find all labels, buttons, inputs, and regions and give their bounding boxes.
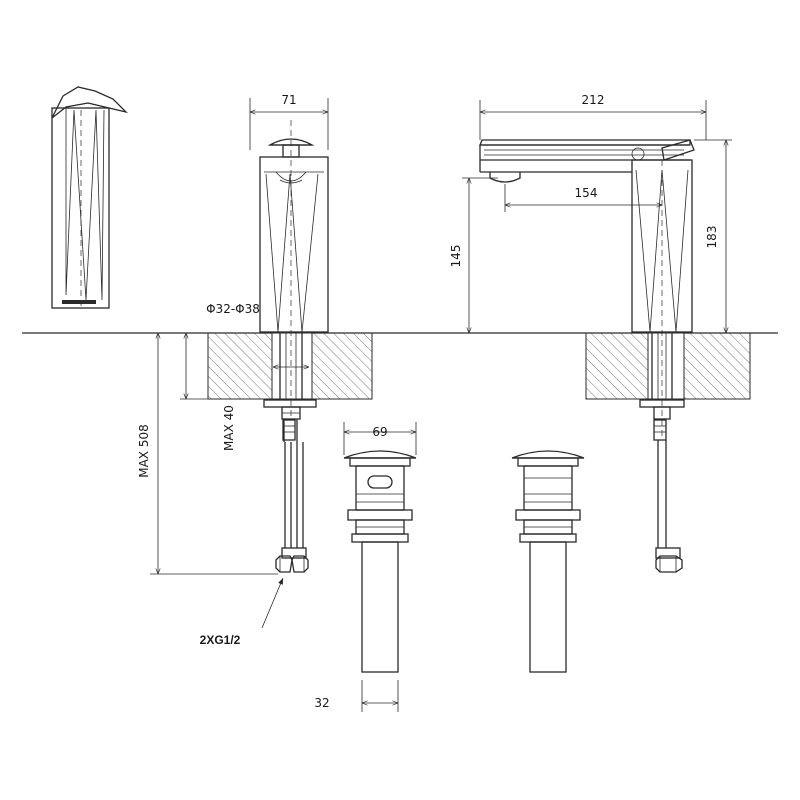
- dim-drain-head: 69: [372, 425, 387, 439]
- dim-max-hose: MAX 508: [137, 424, 151, 478]
- popup-drain-front: [343, 450, 417, 673]
- dimension-labels: 71 212 154 145 183 Φ32-Φ38 MAX 40 MAX 50…: [137, 93, 719, 710]
- dimension-lines: [150, 98, 732, 712]
- left-mounting-hole: [271, 332, 313, 400]
- popup-drain-side: [511, 450, 585, 673]
- countertop: [22, 332, 778, 400]
- dim-spout-height: 145: [449, 245, 463, 268]
- perspective-base-plate: [62, 300, 96, 304]
- dim-total-height: 183: [705, 226, 719, 249]
- dim-drain-tail: 32: [314, 696, 329, 710]
- dim-spout-depth: 212: [582, 93, 605, 107]
- connection-callout: 2XG1/2: [200, 633, 241, 647]
- faucet-front-view: [259, 120, 329, 573]
- faucet-side-view: [479, 139, 695, 573]
- dim-spout-reach: 154: [575, 186, 598, 200]
- faucet-perspective-view: [51, 86, 129, 309]
- dim-max-deck: MAX 40: [222, 405, 236, 451]
- dim-spout-width: 71: [281, 93, 296, 107]
- dim-hole-diameter: Φ32-Φ38: [206, 302, 260, 316]
